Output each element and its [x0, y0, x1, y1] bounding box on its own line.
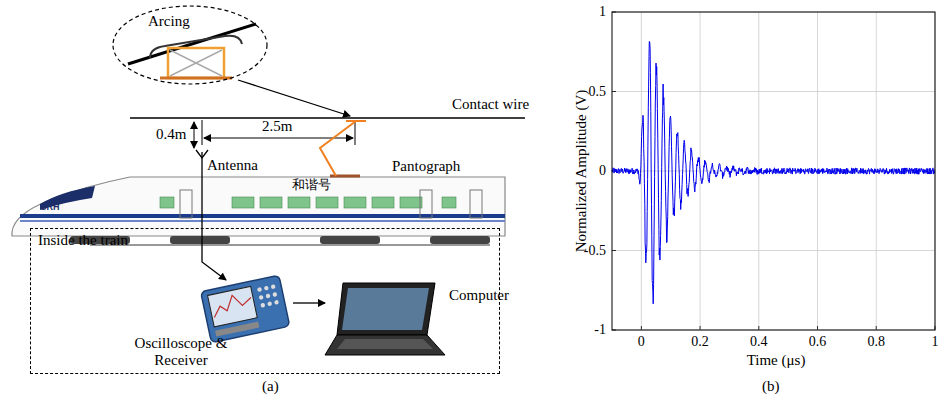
node-label: Computer [449, 287, 509, 304]
contact-wire [130, 117, 525, 118]
data-link-arrow [293, 302, 325, 303]
inset-ellipse: Arcing [112, 5, 268, 85]
part-label: 2.5m [262, 118, 292, 135]
panel-label: (b) [762, 378, 780, 395]
waveform-trace [612, 41, 935, 303]
tick-label: 1 [599, 4, 606, 20]
tick-label: 0.6 [809, 334, 827, 350]
part-label: Contact wire [452, 96, 529, 113]
oscilloscope-receiver: Oscilloscope & Receiver [133, 263, 293, 371]
computer: Computer [323, 271, 515, 367]
dimension-tick [202, 120, 203, 145]
tick-label: -1 [594, 322, 606, 338]
tick-label: 0.8 [867, 334, 885, 350]
part-label: Antenna [207, 157, 258, 174]
part-label: 和谐号 [292, 178, 331, 193]
dimension-line [204, 138, 353, 139]
leader-line [238, 80, 350, 116]
node-label: Arcing [148, 13, 190, 30]
tick-label: 1 [931, 334, 938, 350]
oscilloscope-icon [199, 271, 291, 345]
panel-label: (a) [262, 378, 279, 395]
tick-label: 0 [599, 163, 606, 179]
laptop-icon [323, 279, 447, 363]
ellipse-outline [112, 5, 268, 85]
waveform-plot [612, 12, 935, 330]
part-label: 0.4m [156, 126, 186, 143]
tick-label: 0.2 [691, 334, 709, 350]
dimension-tick [355, 120, 356, 145]
inset-pantograph [128, 24, 256, 78]
antenna-symbol [196, 150, 208, 176]
dimension-line [194, 122, 195, 148]
pantograph [320, 121, 366, 176]
tick-label: -0.5 [584, 242, 606, 258]
part-label: CRH [40, 202, 60, 212]
tick-label: 0.5 [589, 83, 607, 99]
tick-label: 0.4 [750, 334, 768, 350]
axis-title: Normalized Amplitude (V) [573, 90, 590, 252]
tick-label: 0 [638, 334, 645, 350]
node-label: Oscilloscope & Receiver [133, 335, 229, 370]
axis-title: Time (μs) [747, 352, 806, 369]
part-label: Pantograph [392, 158, 460, 175]
node-label: Inside the train [38, 232, 128, 249]
train-interior-box: Inside the trainOscilloscope & ReceiverC… [30, 228, 500, 374]
